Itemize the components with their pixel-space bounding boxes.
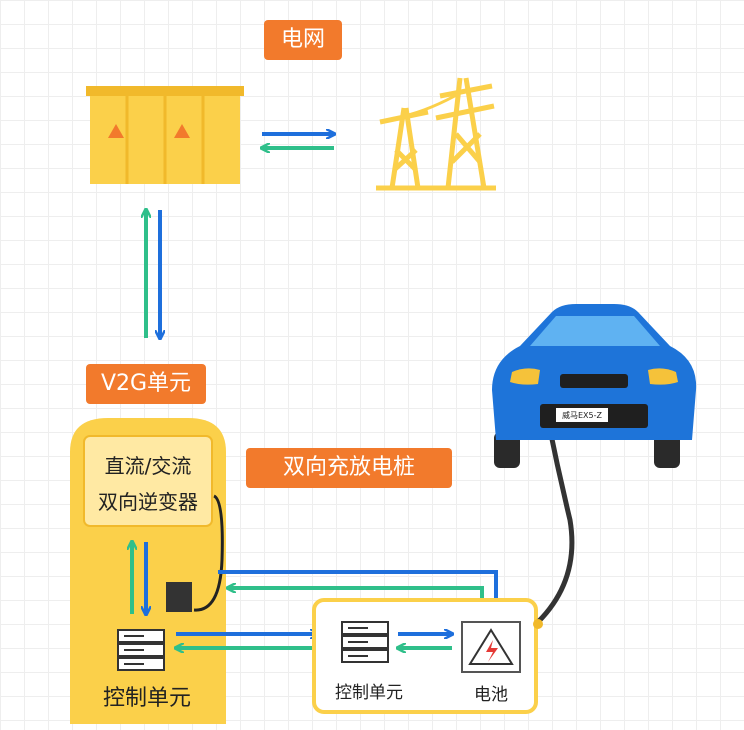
car-icon — [492, 304, 697, 468]
car-plate-label: 威马EX5-Z — [562, 411, 602, 420]
dc-ac-label: 直流/交流 — [104, 454, 192, 478]
left-control-unit-label: 控制单元 — [102, 686, 191, 711]
grid-label: 电网 — [264, 20, 342, 60]
power-tower-icon — [376, 77, 496, 191]
v2g-unit-label: V2G单元 — [86, 364, 206, 404]
server-icon-right — [341, 621, 389, 663]
battery-icon — [461, 621, 521, 673]
transformer-cabinet-icon — [86, 86, 244, 184]
cable-plug — [533, 619, 543, 629]
battery-label: 电池 — [474, 685, 508, 705]
server-icon — [117, 629, 165, 671]
inverter-label: 双向逆变器 — [98, 490, 198, 514]
right-control-unit-label: 控制单元 — [335, 683, 403, 703]
bidirectional-pile-label: 双向充放电桩 — [246, 448, 452, 488]
